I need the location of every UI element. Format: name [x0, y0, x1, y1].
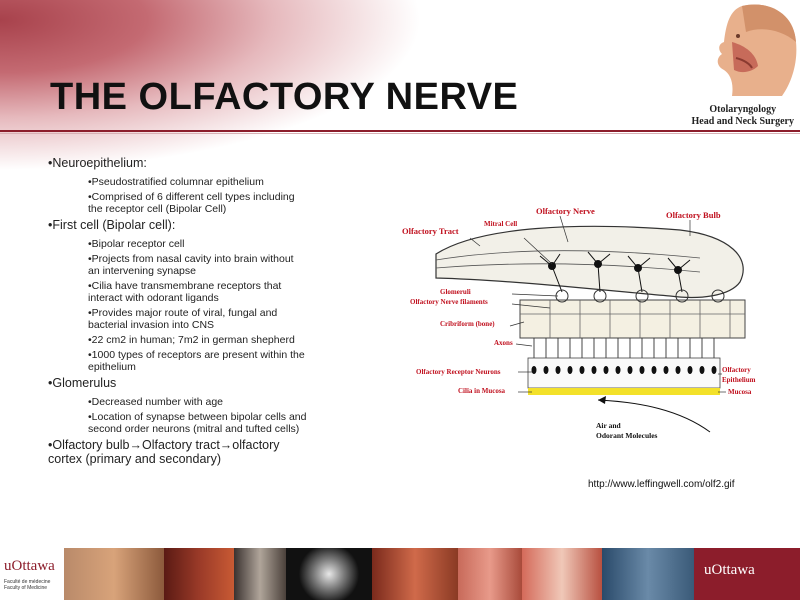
- footer-photo-throat: [458, 548, 522, 600]
- air-arrow: [597, 399, 711, 433]
- label-mucosa: Mucosa: [728, 388, 752, 396]
- label-cilia-in-mucosa: Cilia in Mucosa: [458, 387, 506, 395]
- olfactory-epithelium: [527, 357, 721, 389]
- mucosa-layer: [528, 388, 720, 395]
- axons: [533, 338, 715, 364]
- bullet-item: •Olfactory bulb→Olfactory tract→olfactor…: [48, 438, 280, 466]
- footer-photo-ct: [286, 548, 372, 600]
- label-air-odorant-2: Odorant Molecules: [596, 431, 658, 440]
- footer-banner: uOttawa Faculté de médecine Faculty of M…: [0, 548, 800, 600]
- bullet-item: •Location of synapse between bipolar cel…: [88, 411, 307, 435]
- header-divider-light: [0, 133, 800, 134]
- olfactory-diagram: Olfactory Nerve Olfactory Bulb Mitral Ce…: [402, 206, 756, 440]
- label-olfactory-epithelium-1: Olfactory: [722, 366, 751, 374]
- bullet-item: •Projects from nasal cavity into brain w…: [88, 253, 294, 277]
- label-olfactory-bulb: Olfactory Bulb: [666, 210, 721, 220]
- label-olfactory-tract: Olfactory Tract: [402, 226, 459, 236]
- footer-photo-team: [602, 548, 694, 600]
- bullet-item: •22 cm2 in human; 7m2 in german shepherd: [88, 334, 295, 346]
- footer-photo-tissue: [372, 548, 458, 600]
- label-cribriform: Cribriform (bone): [440, 320, 495, 328]
- department-label: Otolaryngology Head and Neck Surgery: [692, 104, 795, 128]
- image-credit: http://www.leffingwell.com/olf2.gif: [588, 479, 735, 490]
- uottawa-logo-text: uOttawa: [4, 558, 55, 574]
- footer-photo-larynx: [522, 548, 602, 600]
- bullet-list: •Neuroepithelium: •Pseudostratified colu…: [48, 156, 308, 472]
- footer-photo-ear: [64, 548, 164, 600]
- label-mitral-cell: Mitral Cell: [484, 220, 517, 228]
- bullet-item: •Bipolar receptor cell: [88, 238, 185, 250]
- label-glomeruli: Glomeruli: [440, 288, 471, 296]
- bullet-item: •Comprised of 6 different cell types inc…: [88, 191, 295, 215]
- uottawa-logo: uOttawa Faculté de médecine Faculty of M…: [0, 548, 64, 600]
- bullet-item: •Neuroepithelium:: [48, 156, 147, 170]
- label-axons: Axons: [494, 339, 513, 347]
- footer-uottawa-logo-text: uOttawa: [704, 562, 755, 578]
- faculty-line-2: Faculty of Medicine: [4, 585, 48, 591]
- label-olfactory-nerve-filaments: Olfactory Nerve filaments: [410, 298, 488, 306]
- bullet-item: •Pseudostratified columnar epithelium: [88, 176, 264, 188]
- bullet-item: •Glomerulus: [48, 376, 117, 390]
- header-gradient: [0, 0, 420, 170]
- faculty-line-1: Faculté de médecine: [4, 579, 51, 585]
- department-line-1: Otolaryngology: [709, 104, 777, 115]
- olfactory-bulb-shape: [435, 225, 744, 299]
- bullet-item: •Cilia have transmembrane receptors that…: [88, 280, 282, 304]
- cribriform-plate: [519, 299, 746, 339]
- label-olfactory-nerve: Olfactory Nerve: [536, 206, 595, 216]
- bullet-item: •First cell (Bipolar cell):: [48, 218, 176, 232]
- label-air-odorant-1: Air and: [596, 421, 621, 430]
- page-title: THE OLFACTORY NERVE: [50, 76, 519, 118]
- label-olfactory-epithelium-2: Epithelium: [722, 376, 756, 384]
- header-divider: [0, 130, 800, 132]
- bullet-item: •Provides major route of viral, fungal a…: [88, 307, 278, 331]
- department-line-2: Head and Neck Surgery: [691, 116, 795, 127]
- footer-photo-surgery: [164, 548, 234, 600]
- footer-photo-scan: [234, 548, 286, 600]
- bullet-item: •Decreased number with age: [88, 396, 223, 408]
- label-receptor-neurons: Olfactory Receptor Neurons: [416, 368, 501, 376]
- bullet-item: •1000 types of receptors are present wit…: [88, 349, 305, 373]
- head-anatomy-logo-icon: [717, 4, 797, 96]
- faculty-text: Faculté de médecine Faculty of Medicine: [4, 579, 50, 591]
- receptor-neurons: [531, 366, 717, 374]
- footer-uottawa-logo: uOttawa: [694, 548, 800, 600]
